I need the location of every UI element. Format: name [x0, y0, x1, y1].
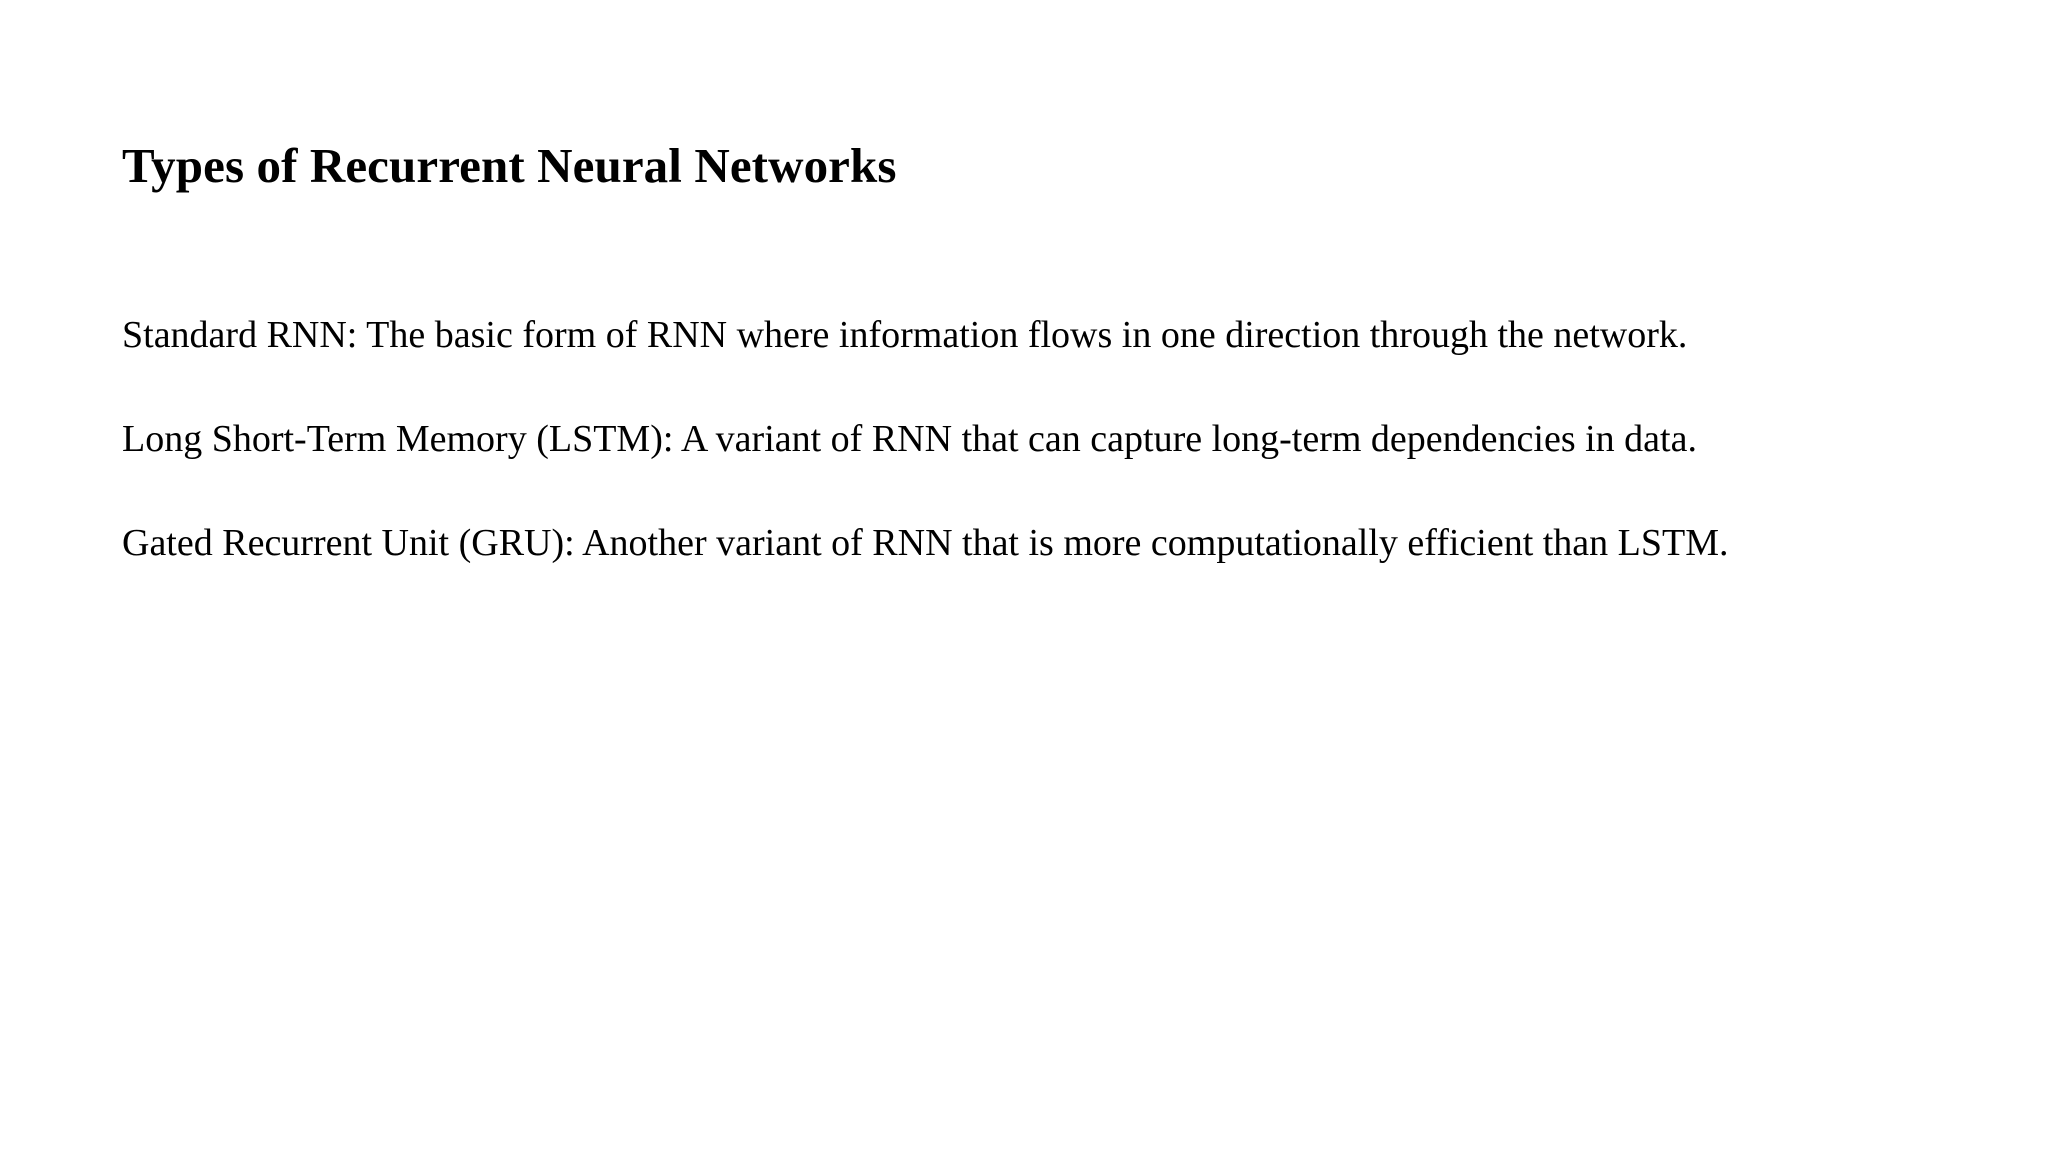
body-paragraph-standard-rnn: Standard RNN: The basic form of RNN wher…	[122, 314, 1688, 356]
body-paragraph-gru: Gated Recurrent Unit (GRU): Another vari…	[122, 522, 1729, 564]
body-paragraph-lstm: Long Short-Term Memory (LSTM): A variant…	[122, 418, 1697, 460]
slide-body-content: Standard RNN: The basic form of RNN wher…	[122, 304, 1828, 574]
page-title: Types of Recurrent Neural Networks	[122, 137, 897, 193]
